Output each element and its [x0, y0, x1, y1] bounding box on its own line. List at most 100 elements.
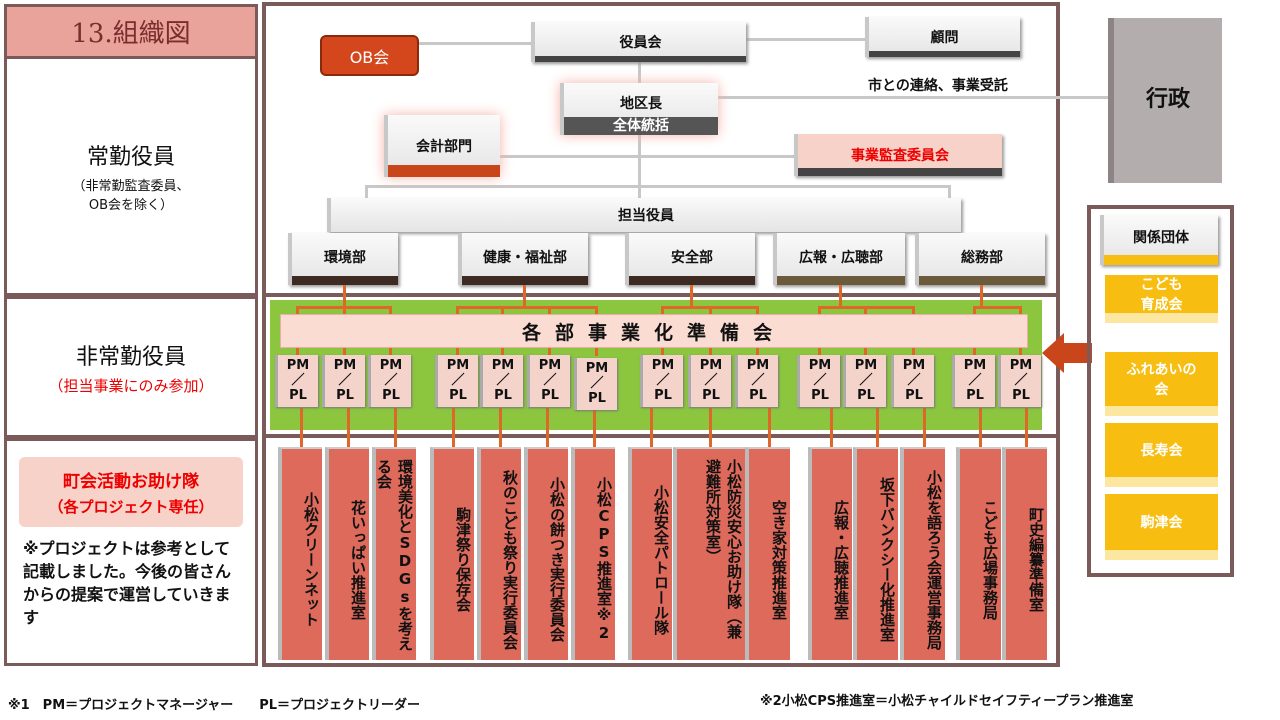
- prep-committee: 各部事業化準備会: [280, 314, 1028, 348]
- accounting-box: 会計部門: [384, 115, 500, 177]
- connector: [745, 38, 865, 41]
- project-column: 小松防災安心お助け隊（兼 避難所対策室）: [673, 447, 745, 660]
- helpers-label: 町会活動お助け隊: [63, 472, 199, 492]
- connector: [973, 306, 1022, 309]
- advisor-label: 顧問: [930, 30, 959, 46]
- project-column: 花いっぱい推進室: [325, 447, 369, 660]
- prep-committee-label: 各部事業化準備会: [521, 321, 786, 344]
- audit-box: 事業監査委員会: [794, 134, 1002, 176]
- arrow-left-icon: [1042, 333, 1064, 373]
- connector: [1024, 408, 1028, 448]
- board-box: 役員会: [531, 22, 746, 62]
- city-note: 市との連絡、事業受託: [868, 78, 1008, 94]
- connector: [650, 408, 653, 448]
- department-bar: [629, 276, 755, 285]
- department-bar: [462, 276, 588, 285]
- project-column: 町史編纂準備室: [1002, 447, 1047, 660]
- arrow-shaft: [1062, 343, 1092, 363]
- page-title-box: 13.組織図: [4, 4, 258, 56]
- pm-pl-box: PM ／ PL: [843, 355, 886, 407]
- pm-pl-box: PM ／ PL: [368, 355, 411, 407]
- pm-pl-box: PM ／ PL: [435, 355, 478, 407]
- project-column: 坂下バンクシー化推進室: [853, 447, 898, 660]
- project-remark: ※プロジェクトは参考として記載しました。今後の皆さんからの提案で運営していきます: [23, 539, 232, 627]
- project-column: こども広場事務局: [956, 447, 1001, 660]
- project-column: 小松安全パトロール隊: [628, 447, 672, 660]
- advisor-box: 顧問: [865, 17, 1020, 57]
- project-column: 秋のこども祭り実行委員会: [477, 447, 521, 660]
- department-bar: [292, 276, 398, 285]
- connector: [593, 408, 596, 448]
- project-column: 空き家対策推進室: [745, 447, 790, 660]
- ob-box: OB会: [320, 35, 419, 76]
- connector: [499, 408, 502, 448]
- project-column: 小松を語ろう会運営事務局: [900, 447, 945, 660]
- pm-pl-box: PM ／ PL: [998, 355, 1041, 407]
- department-box: 環境部: [288, 233, 398, 285]
- connector: [546, 408, 549, 448]
- connector: [875, 408, 879, 448]
- connector: [418, 42, 533, 45]
- helpers-note: （各プロジェクト専任）: [48, 498, 214, 516]
- connector: [347, 408, 350, 448]
- project-column: 小松CPS推進室※2: [571, 447, 615, 660]
- department-label: 広報・広聴部: [799, 250, 883, 266]
- pm-pl-box: PM ／ PL: [952, 355, 995, 407]
- nonstanding-note: （担当事業にのみ参加）: [48, 376, 214, 395]
- connector: [365, 185, 950, 188]
- related-title: 関係団体: [1133, 230, 1189, 246]
- department-label: 安全部: [671, 250, 713, 266]
- standing-officers-box: 常勤役員 （非常勤監査委員、 OB会を除く）: [4, 56, 258, 296]
- connector: [718, 96, 1108, 99]
- divider: [262, 434, 1060, 438]
- chief-label: 地区長: [620, 96, 662, 112]
- related-title-box: 関係団体: [1100, 215, 1218, 265]
- chief-sub: 全体統括: [564, 117, 718, 135]
- related-group: 長寿会: [1105, 423, 1218, 487]
- pm-pl-box: PM ／ PL: [640, 355, 683, 407]
- connector: [709, 408, 712, 448]
- helpers-box: 町会活動お助け隊 （各プロジェクト専任） ※プロジェクトは参考として記載しました…: [4, 438, 258, 666]
- connector: [456, 306, 598, 309]
- connector: [948, 185, 951, 200]
- pm-pl-box: PM ／ PL: [891, 355, 934, 407]
- connector: [343, 285, 346, 307]
- accounting-label: 会計部門: [416, 139, 472, 155]
- department-box: 健康・福祉部: [458, 233, 588, 285]
- pm-pl-box: PM ／ PL: [322, 355, 365, 407]
- divider: [262, 293, 1060, 297]
- connector: [365, 185, 368, 200]
- department-box: 安全部: [625, 233, 755, 285]
- connector: [830, 408, 833, 448]
- related-group: 駒津会: [1105, 494, 1218, 560]
- helpers-badge: 町会活動お助け隊 （各プロジェクト専任）: [19, 457, 243, 527]
- connector: [638, 135, 641, 200]
- footnote-1: ※1 PM＝プロジェクトマネージャー PL＝プロジェクトリーダー: [8, 698, 421, 713]
- project-column: 小松の餅つき実行委員会: [524, 447, 568, 660]
- connector: [523, 285, 526, 307]
- connector: [638, 62, 641, 87]
- officers-box: 担当役員: [327, 198, 961, 232]
- related-group: こども 育成会: [1105, 275, 1218, 323]
- related-groups-panel: [1087, 205, 1234, 577]
- pm-pl-box: PM ／ PL: [527, 355, 570, 407]
- audit-label: 事業監査委員会: [851, 148, 949, 164]
- project-column: 駒津祭り保存会: [430, 447, 474, 660]
- pm-pl-box: PM ／ PL: [480, 355, 523, 407]
- connector: [690, 285, 693, 307]
- ob-label: OB会: [349, 47, 390, 67]
- standing-label: 常勤役員: [86, 145, 175, 170]
- admin-label: 行政: [1145, 86, 1190, 112]
- connector: [922, 408, 926, 448]
- related-group: ふれあいの 会: [1105, 352, 1218, 416]
- connector: [394, 408, 397, 448]
- pm-pl-box: PM ／ PL: [688, 355, 731, 407]
- department-bar: [777, 276, 905, 285]
- officers-label: 担当役員: [618, 208, 674, 224]
- nonstanding-officers-box: 非常勤役員 （担当事業にのみ参加）: [4, 296, 258, 438]
- admin-box: 行政: [1108, 18, 1222, 183]
- nonstanding-label: 非常勤役員: [75, 344, 186, 370]
- chief-box: 地区長 全体統括: [560, 83, 718, 135]
- connector: [500, 155, 795, 158]
- project-column: 小松クリーンネット: [278, 447, 322, 660]
